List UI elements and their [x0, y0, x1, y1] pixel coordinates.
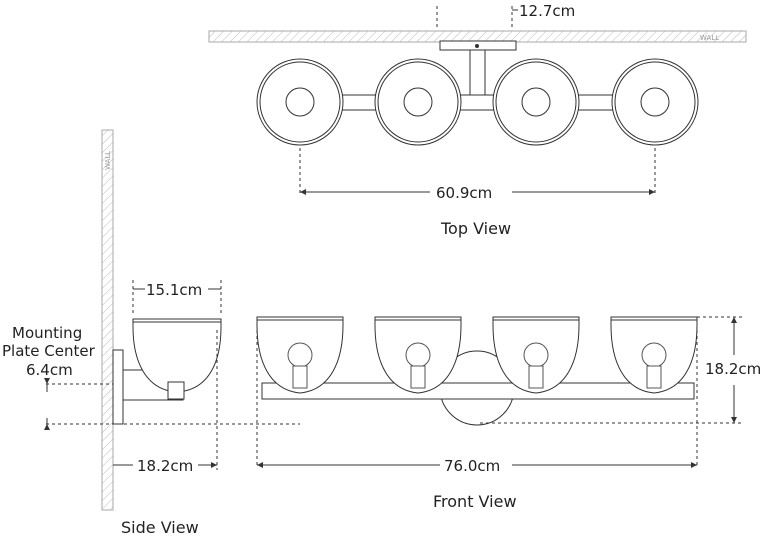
front-shade-3: [492, 316, 580, 394]
front-arm-bar: [261, 382, 695, 400]
top-view: WALL: [208, 2, 747, 238]
top-shade-3: [492, 58, 580, 146]
front-height-dimension: [480, 316, 742, 424]
front-height-label: 18.2cm: [705, 360, 761, 378]
mounting-center-dimension: [44, 378, 300, 430]
front-shade-1: [256, 316, 344, 394]
top-spread-label: 60.9cm: [436, 184, 492, 202]
top-view-wall: [208, 30, 747, 43]
top-shade-4: [611, 58, 699, 146]
front-width-dimension: [256, 330, 698, 468]
top-shade-2: [374, 58, 462, 146]
top-view-title: Top View: [440, 219, 511, 238]
side-extension-dimension: [113, 330, 218, 470]
top-stem: [469, 49, 486, 97]
mounting-label-line2: Plate Center: [2, 342, 96, 360]
side-view-wall-label: WALL: [104, 151, 112, 170]
front-view: 18.2cm 76.0cm Front View: [256, 316, 761, 511]
top-plate-screw: [475, 44, 479, 48]
top-spread-dimension: [299, 148, 656, 196]
top-view-wall-label: WALL: [700, 34, 719, 42]
front-shade-4: [610, 316, 698, 394]
front-width-label: 76.0cm: [444, 457, 500, 475]
top-shade-1: [256, 58, 344, 146]
side-view-wall: [101, 129, 114, 511]
side-shade-width-dimension: [132, 280, 222, 316]
side-view-title: Side View: [121, 518, 199, 537]
mounting-center-label: 6.4cm: [26, 361, 73, 379]
side-mounting-plate: [112, 349, 124, 425]
top-plate-offset-dimension: [436, 6, 518, 30]
top-arm-bar: [299, 94, 657, 111]
top-plate-offset-label: 12.7cm: [519, 2, 575, 20]
side-view: WALL 15.1cm Mounting Plate Center 6.4cm: [2, 129, 300, 537]
side-extension-label: 18.2cm: [137, 457, 193, 475]
side-socket: [167, 381, 185, 400]
mounting-label-line1: Mounting: [12, 324, 82, 342]
front-view-title: Front View: [433, 492, 517, 511]
front-shade-2: [374, 316, 462, 394]
side-shade-width-label: 15.1cm: [146, 281, 202, 299]
